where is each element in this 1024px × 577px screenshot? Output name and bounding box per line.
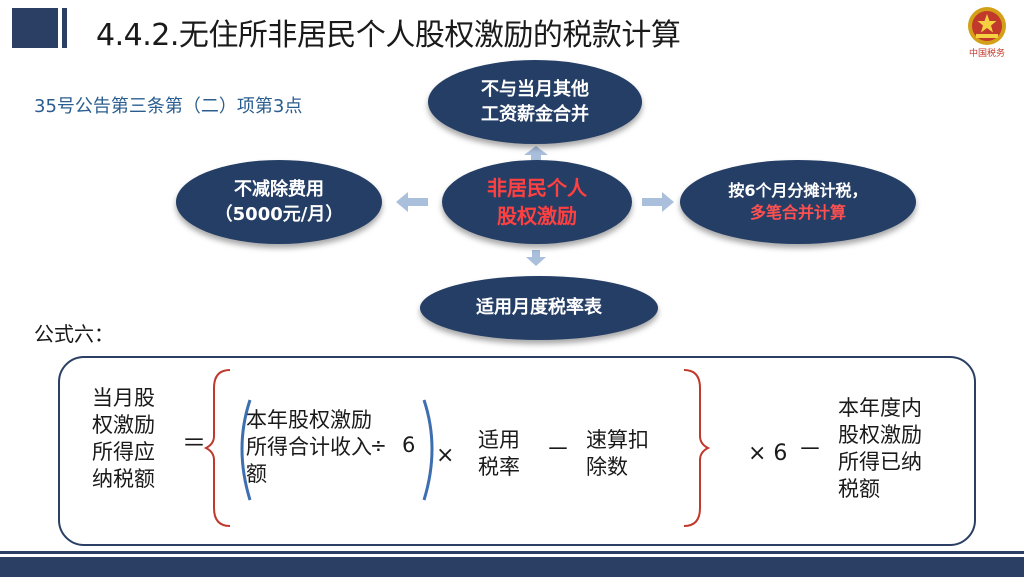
minus-sign: －	[546, 435, 570, 463]
node-monthly-rate-table: 适用月度税率表	[420, 276, 658, 340]
term-monthly-tax-payable: 当月股权激励所得应纳税额	[92, 386, 155, 491]
node-right-line1: 按6个月分摊计税，	[728, 180, 868, 200]
footer-bar	[0, 557, 1024, 577]
node-left-line1: 不减除费用	[234, 178, 324, 200]
node-center-line1: 非居民个人	[487, 176, 587, 200]
term-applicable-rate: 适用税率	[478, 428, 520, 479]
minus-sign-second: －	[798, 435, 822, 463]
arrow-up-icon	[524, 146, 548, 162]
multiply-six: × 6	[748, 441, 788, 466]
page-title: 4.4.2.无住所非居民个人股权激励的税款计算	[96, 18, 681, 53]
term-annual-income-total: 本年股权激励所得合计收入额	[246, 408, 372, 486]
arrow-down-icon	[526, 250, 546, 266]
national-emblem-icon	[968, 7, 1006, 45]
node-right-line2: 多笔合并计算	[749, 203, 846, 222]
regulation-reference: 35号公告第三条第（二）项第3点	[34, 96, 303, 117]
formula-label: 公式六：	[34, 322, 114, 346]
term-quick-deduction: 速算扣除数	[586, 428, 649, 479]
multiply-sign: ×	[436, 443, 455, 468]
node-center-line2: 股权激励	[497, 204, 577, 228]
node-six-month-apportion: 按6个月分摊计税， 多笔合并计算	[680, 160, 916, 244]
emblem-caption: 中国税务	[968, 49, 1005, 59]
divide-sign: ÷	[370, 433, 387, 457]
node-top-line1: 不与当月其他	[481, 78, 589, 100]
node-bottom-line1: 适用月度税率表	[476, 297, 602, 319]
node-no-expense-deduction: 不减除费用 （5000元/月）	[176, 160, 382, 244]
node-not-merged-with-salary: 不与当月其他 工资薪金合并	[428, 60, 642, 144]
node-center-equity-incentive: 非居民个人 股权激励	[442, 160, 632, 244]
arrow-right-icon	[642, 192, 674, 212]
equals-sign: ＝	[182, 429, 206, 457]
node-top-line2: 工资薪金合并	[481, 104, 589, 125]
footer-divider	[0, 551, 1024, 554]
title-block-decoration	[12, 8, 58, 48]
divisor-six: 6	[402, 433, 416, 457]
arrow-left-icon	[396, 192, 428, 212]
blue-paren-right	[422, 399, 434, 501]
red-brace-right	[683, 369, 711, 527]
red-brace-left	[203, 369, 231, 527]
title-bar-decoration	[62, 8, 67, 48]
term-tax-already-paid: 本年度内股权激励所得已纳税额	[838, 396, 922, 501]
blue-paren-left	[240, 399, 252, 501]
node-left-line2: （5000元/月）	[214, 204, 344, 225]
